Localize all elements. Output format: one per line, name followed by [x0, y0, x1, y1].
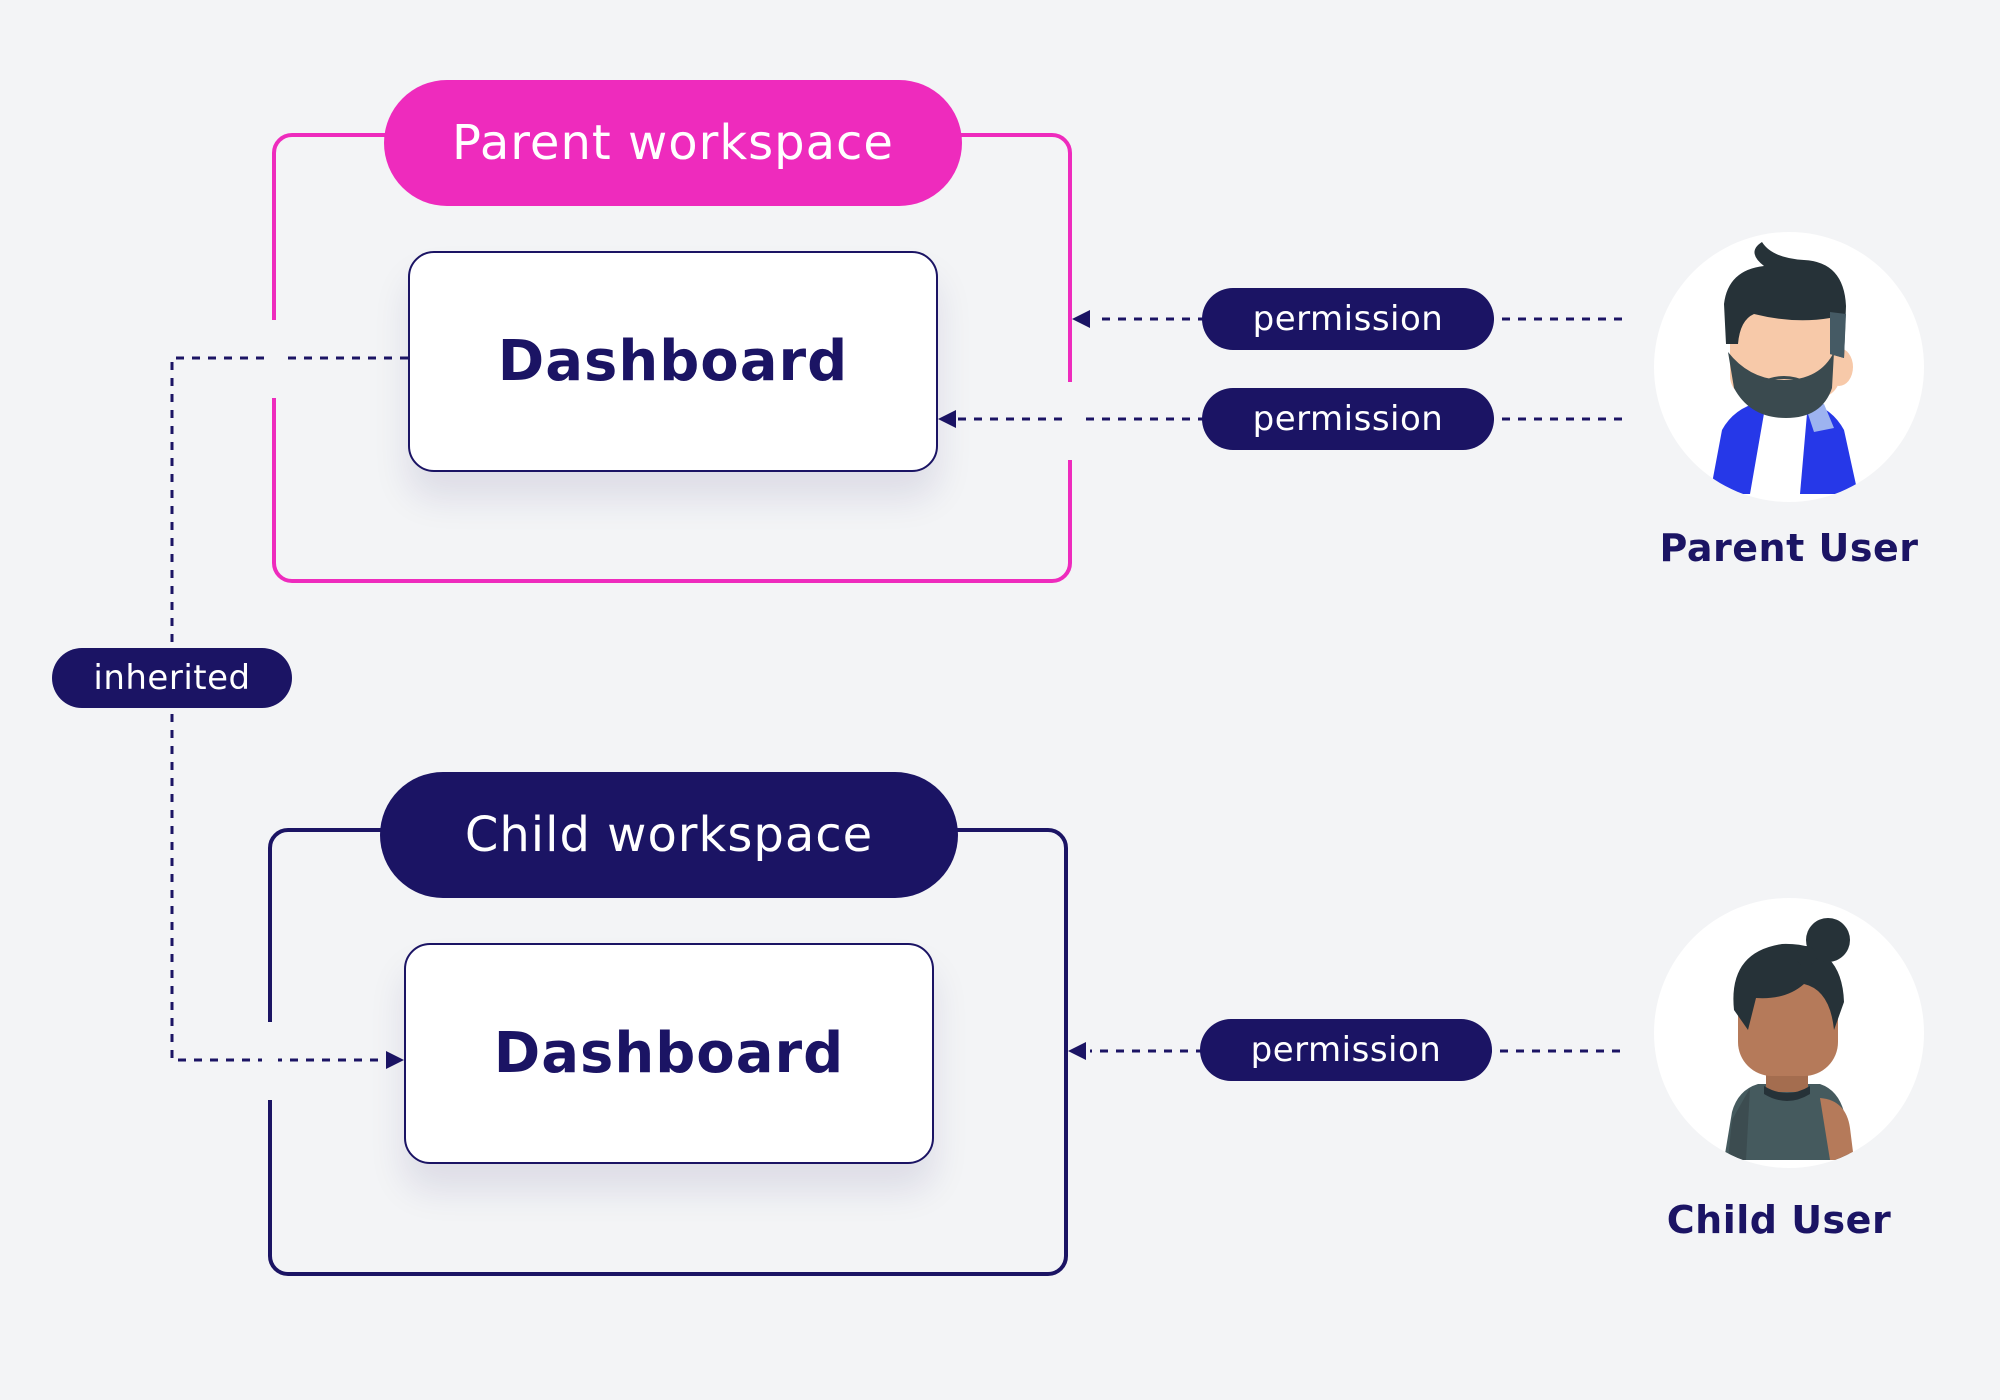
parent-workspace-title: Parent workspace — [384, 80, 962, 206]
frame-gap-parent-left — [266, 320, 282, 398]
parent-user-label: Parent User — [1659, 526, 1919, 570]
parent-dashboard-label: Dashboard — [497, 329, 849, 394]
child-workspace-title: Child workspace — [380, 772, 958, 898]
frame-gap-parent-right — [1062, 382, 1078, 460]
inherited-arrowhead — [386, 1051, 404, 1069]
frame-gap-child-left — [262, 1022, 278, 1100]
parent-dashboard-permission-tag: permission — [1202, 388, 1494, 450]
child-workspace-arrowhead — [1068, 1042, 1086, 1060]
child-dashboard-label: Dashboard — [493, 1021, 845, 1086]
bearded-man-avatar-icon — [1710, 242, 1858, 494]
parent-dashboard-card[interactable]: Dashboard — [408, 251, 938, 472]
parent-user-avatar[interactable] — [1654, 232, 1924, 502]
child-dashboard-card[interactable]: Dashboard — [404, 943, 934, 1164]
inherited-tag: inherited — [52, 648, 292, 708]
parent-dashboard-arrowhead — [938, 410, 956, 428]
woman-bun-avatar-icon — [1724, 918, 1854, 1160]
parent-workspace-arrowhead — [1072, 310, 1090, 328]
inherited-connector-line — [170, 356, 408, 1062]
child-workspace-permission-tag: permission — [1200, 1019, 1492, 1081]
child-user-avatar[interactable] — [1654, 898, 1924, 1168]
child-user-label: Child User — [1666, 1198, 1892, 1242]
parent-workspace-permission-tag: permission — [1202, 288, 1494, 350]
